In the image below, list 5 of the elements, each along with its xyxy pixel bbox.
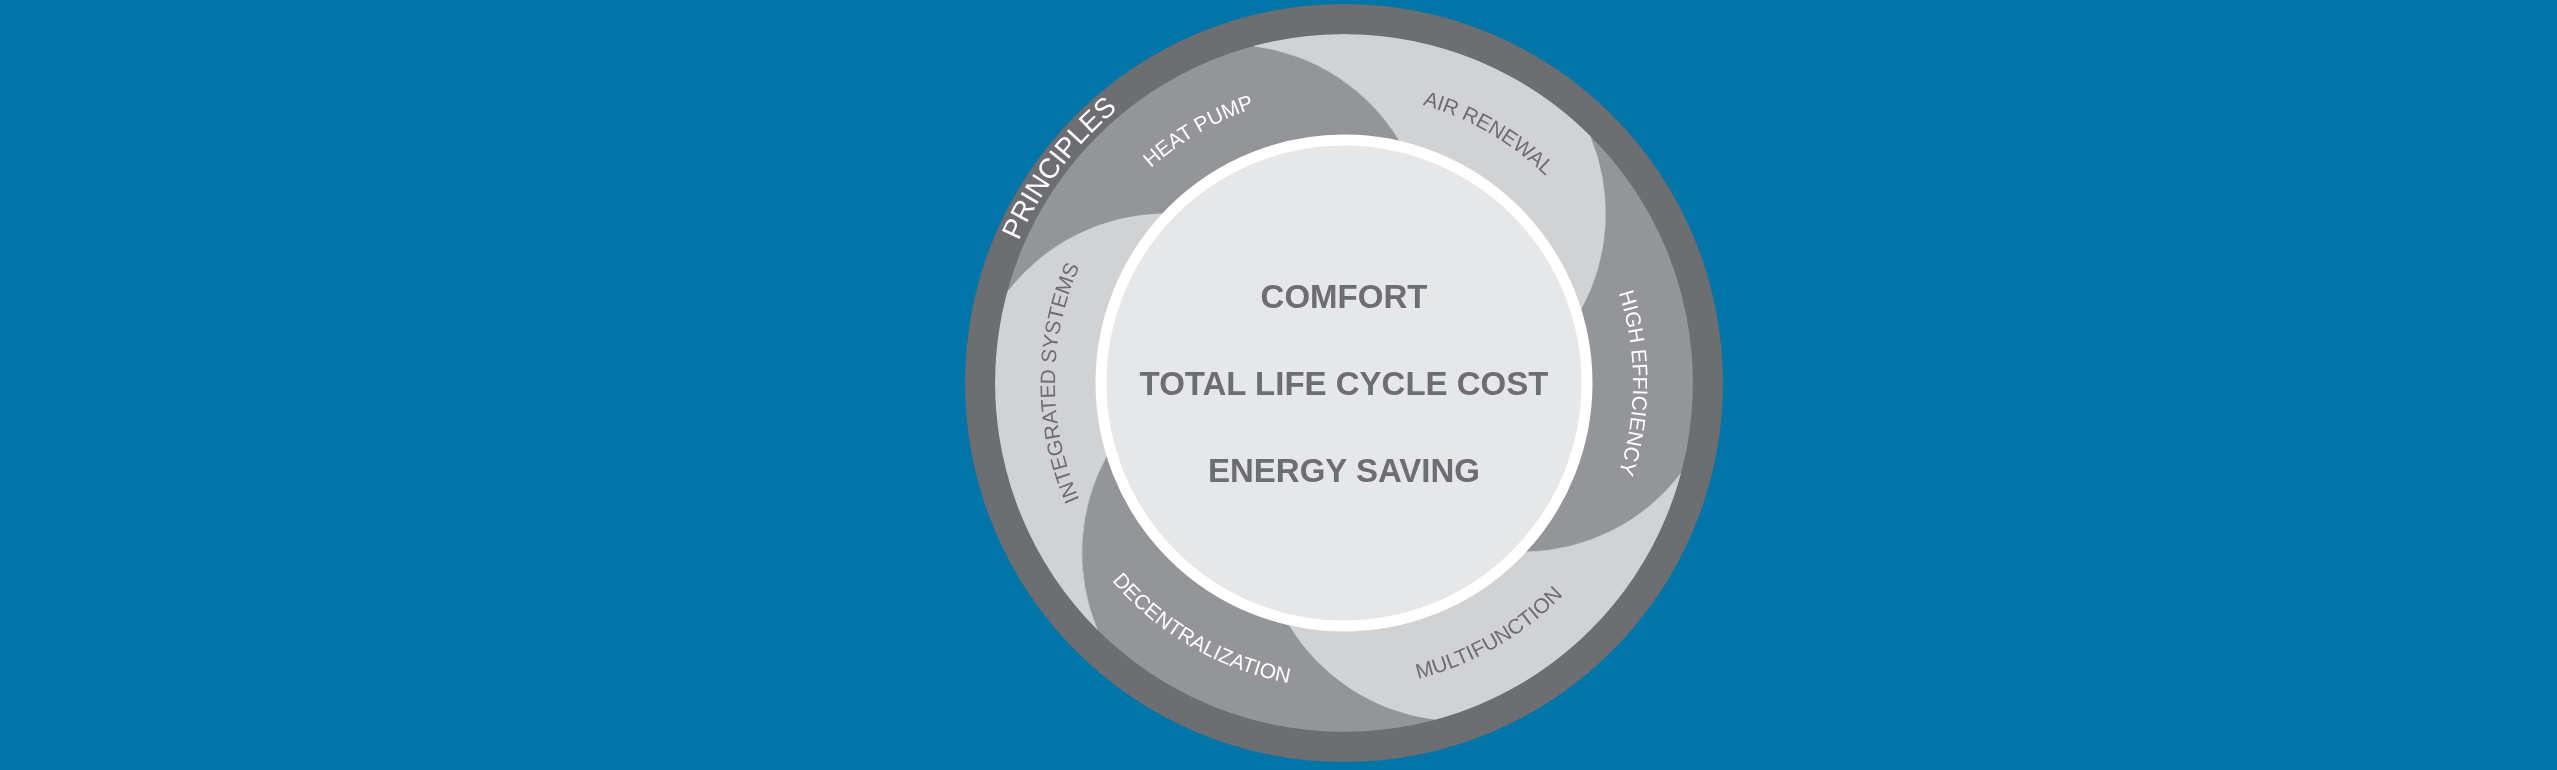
petal-segment xyxy=(1253,33,1607,311)
center-label: TOTAL LIFE CYCLE COST xyxy=(1139,364,1549,402)
center-label: ENERGY SAVING xyxy=(1208,451,1480,489)
center-label: COMFORT xyxy=(1260,277,1428,315)
outer-ring xyxy=(965,4,1723,762)
